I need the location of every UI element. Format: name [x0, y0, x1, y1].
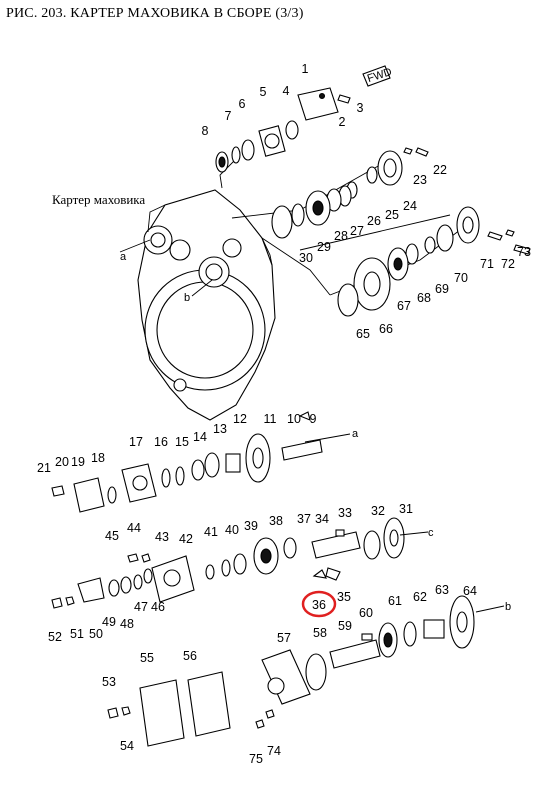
callout-42: 42 — [179, 532, 193, 546]
callout-3: 3 — [357, 101, 364, 115]
callout-70: 70 — [454, 271, 468, 285]
highlight-circle — [301, 590, 337, 618]
callout-37: 37 — [297, 512, 311, 526]
callout-60: 60 — [359, 606, 373, 620]
callout-55: 55 — [140, 651, 154, 665]
callout-38: 38 — [269, 514, 283, 528]
callout-13: 13 — [213, 422, 227, 436]
callout-31: 31 — [399, 502, 413, 516]
callout-75: 75 — [249, 752, 263, 766]
callout-8: 8 — [202, 124, 209, 138]
callout-26: 26 — [367, 214, 381, 228]
callout-45: 45 — [105, 529, 119, 543]
bearing-cluster-upper — [271, 147, 429, 239]
callout-53: 53 — [102, 675, 116, 689]
connection-letter-a-housing: a — [120, 251, 127, 263]
callout-41: 41 — [204, 525, 218, 539]
callout-20: 20 — [55, 455, 69, 469]
connection-letter-a-shaft: a — [352, 428, 359, 440]
callout-69: 69 — [435, 282, 449, 296]
shaft-b-assembly — [255, 595, 505, 729]
callout-71: 71 — [480, 257, 494, 271]
callout-19: 19 — [71, 455, 85, 469]
callout-32: 32 — [371, 504, 385, 518]
highlighted-callout-36[interactable]: 36 — [301, 590, 337, 618]
callout-5: 5 — [260, 85, 267, 99]
flywheel-housing-label: Картер маховика — [52, 192, 146, 207]
callout-numbers: 1 2 3 4 5 6 7 8 9 10 11 12 13 14 15 16 1… — [37, 62, 531, 766]
callout-11: 11 — [264, 412, 277, 426]
callout-21: 21 — [37, 461, 51, 475]
gasket-plates — [107, 671, 231, 747]
connection-letter-b-housing: b — [184, 292, 190, 304]
callout-47: 47 — [134, 600, 148, 614]
callout-48: 48 — [120, 617, 134, 631]
callout-61: 61 — [388, 594, 402, 608]
callout-9: 9 — [310, 412, 317, 426]
left-small-parts — [51, 553, 153, 609]
callout-28: 28 — [334, 229, 348, 243]
bearing-cluster-right — [337, 206, 531, 317]
callout-72: 72 — [501, 257, 515, 271]
callout-15: 15 — [175, 435, 189, 449]
callout-44: 44 — [127, 521, 141, 535]
callout-73: 73 — [517, 245, 531, 259]
callout-62: 62 — [413, 590, 427, 604]
callout-49: 49 — [102, 615, 116, 629]
callout-65: 65 — [356, 327, 370, 341]
callout-4: 4 — [283, 84, 290, 98]
callout-68: 68 — [417, 291, 431, 305]
callout-50: 50 — [89, 627, 103, 641]
connection-letter-c-shaft: c — [428, 527, 434, 539]
callout-43: 43 — [155, 530, 169, 544]
callout-14: 14 — [193, 430, 207, 444]
connection-letters: a a b b c c — [120, 251, 511, 613]
callout-63: 63 — [435, 583, 449, 597]
callout-66: 66 — [379, 322, 393, 336]
callout-33: 33 — [338, 506, 352, 520]
callout-29: 29 — [317, 240, 331, 254]
callout-39: 39 — [244, 519, 258, 533]
callout-10: 10 — [287, 412, 301, 426]
callout-34: 34 — [315, 512, 329, 526]
callout-74: 74 — [267, 744, 281, 758]
callout-67: 67 — [397, 299, 411, 313]
callout-7: 7 — [225, 109, 232, 123]
callout-1: 1 — [302, 62, 309, 76]
callout-30: 30 — [299, 251, 313, 265]
callout-40: 40 — [225, 523, 239, 537]
callout-59: 59 — [338, 619, 352, 633]
callout-35: 35 — [337, 590, 351, 604]
callout-2: 2 — [339, 115, 346, 129]
callout-58: 58 — [313, 626, 327, 640]
callout-57: 57 — [277, 631, 291, 645]
callout-16: 16 — [154, 435, 168, 449]
callout-18: 18 — [91, 451, 105, 465]
page-title: РИС. 203. КАРТЕР МАХОВИКА В СБОРЕ (3/3) — [6, 6, 304, 21]
shaft-a-assembly — [51, 411, 351, 513]
callout-23: 23 — [413, 173, 427, 187]
connection-letter-b-shaft: b — [505, 601, 511, 613]
callout-6: 6 — [239, 97, 246, 111]
callout-46: 46 — [151, 600, 165, 614]
callout-51: 51 — [70, 627, 84, 641]
flywheel-housing — [137, 189, 276, 421]
callout-22: 22 — [433, 163, 447, 177]
callout-52: 52 — [48, 630, 62, 644]
callout-12: 12 — [233, 412, 247, 426]
callout-56: 56 — [183, 649, 197, 663]
callout-27: 27 — [350, 224, 364, 238]
callout-36: 36 — [312, 598, 326, 612]
callout-54: 54 — [120, 739, 134, 753]
callout-17: 17 — [129, 435, 143, 449]
callout-25: 25 — [385, 208, 399, 222]
callout-64: 64 — [463, 584, 477, 598]
callout-24: 24 — [403, 199, 417, 213]
shaft-c-assembly — [151, 517, 429, 603]
cover-assembly-top: FWD — [215, 65, 393, 173]
